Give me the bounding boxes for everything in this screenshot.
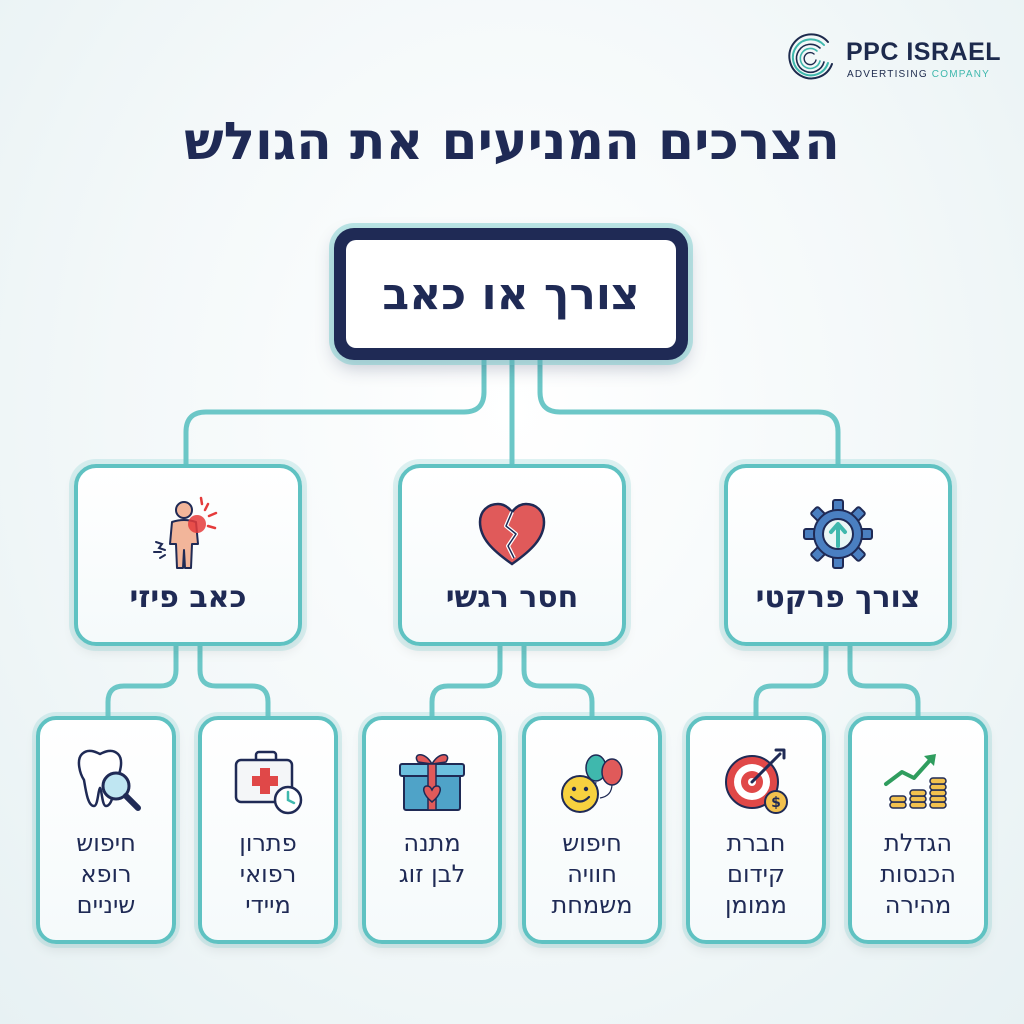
category-label: חסר רגשי [445,580,579,615]
need-label-line: חוויה [567,860,617,888]
need-card-partner-gift: מתנה לבן זוג [362,716,502,944]
need-label-line: שיניים [76,891,136,919]
growth-chart-coins-icon [882,744,954,816]
category-practical-need: צורך פרקטי [724,464,952,646]
need-label-line: רופא [80,860,132,888]
need-label-line: לבן זוג [398,860,466,888]
brand-tagline: ADVERTISING COMPANY [847,69,990,80]
category-label: צורך פרקטי [755,580,921,615]
ppc-logo-icon [788,33,833,80]
brand-tagline-part-2: COMPANY [931,69,991,80]
need-label: חיפוש חוויה משמחת [528,828,656,921]
brand-name: PPC ISRAEL [846,38,1002,66]
need-label-line: משמחת [551,891,633,919]
category-physical-pain: כאב פיזי [74,464,302,646]
category-emotional-lack: חסר רגשי [398,464,626,646]
tooth-magnifier-icon [70,744,142,816]
first-aid-kit-clock-icon [232,744,304,816]
need-label-line: רפואי [239,860,297,888]
need-card-medical-solution: פתרון רפואי מיידי [198,716,338,944]
need-label: חברת קידום ממומן [692,828,820,921]
need-label-line: קידום [727,860,785,888]
smiley-balloons-icon [556,744,628,816]
brand-tagline-part-1: ADVERTISING [847,69,928,80]
page-title: הצרכים המניעים את הגולש [184,112,840,172]
gear-arrow-up-icon [800,496,876,572]
broken-heart-icon [474,496,550,572]
need-label-line: פתרון [239,829,297,857]
need-label-line: חיפוש [76,829,136,857]
target-money-icon: $ [720,744,792,816]
need-label: חיפוש רופא שיניים [42,828,170,921]
need-label: פתרון רפואי מיידי [204,828,332,921]
need-card-happy-experience: חיפוש חוויה משמחת [522,716,662,944]
root-node-label: צורך או כאב [346,240,676,348]
need-label-line: מיידי [245,891,291,919]
need-label-line: מתנה [403,829,461,857]
need-label: מתנה לבן זוג [368,828,496,890]
need-label: הגדלת הכנסות מהירה [854,828,982,921]
need-label-line: הכנסות [880,860,956,888]
need-label-line: הגדלת [883,829,953,857]
need-label-line: ממומן [725,891,787,919]
need-label-line: חברת [726,829,786,857]
need-card-ppc-company: $ חברת קידום ממומן [686,716,826,944]
category-label: כאב פיזי [129,580,247,615]
need-label-line: מהירה [884,891,952,919]
brand: PPC ISRAEL ADVERTISING COMPANY [784,30,1004,86]
gift-box-icon [396,744,468,816]
need-label-line: חיפוש [562,829,622,857]
person-in-pain-icon [150,496,226,572]
svg-text:$: $ [771,795,781,811]
need-card-revenue-growth: הגדלת הכנסות מהירה [848,716,988,944]
root-node: צורך או כאב [334,228,688,360]
need-card-dentist-search: חיפוש רופא שיניים [36,716,176,944]
